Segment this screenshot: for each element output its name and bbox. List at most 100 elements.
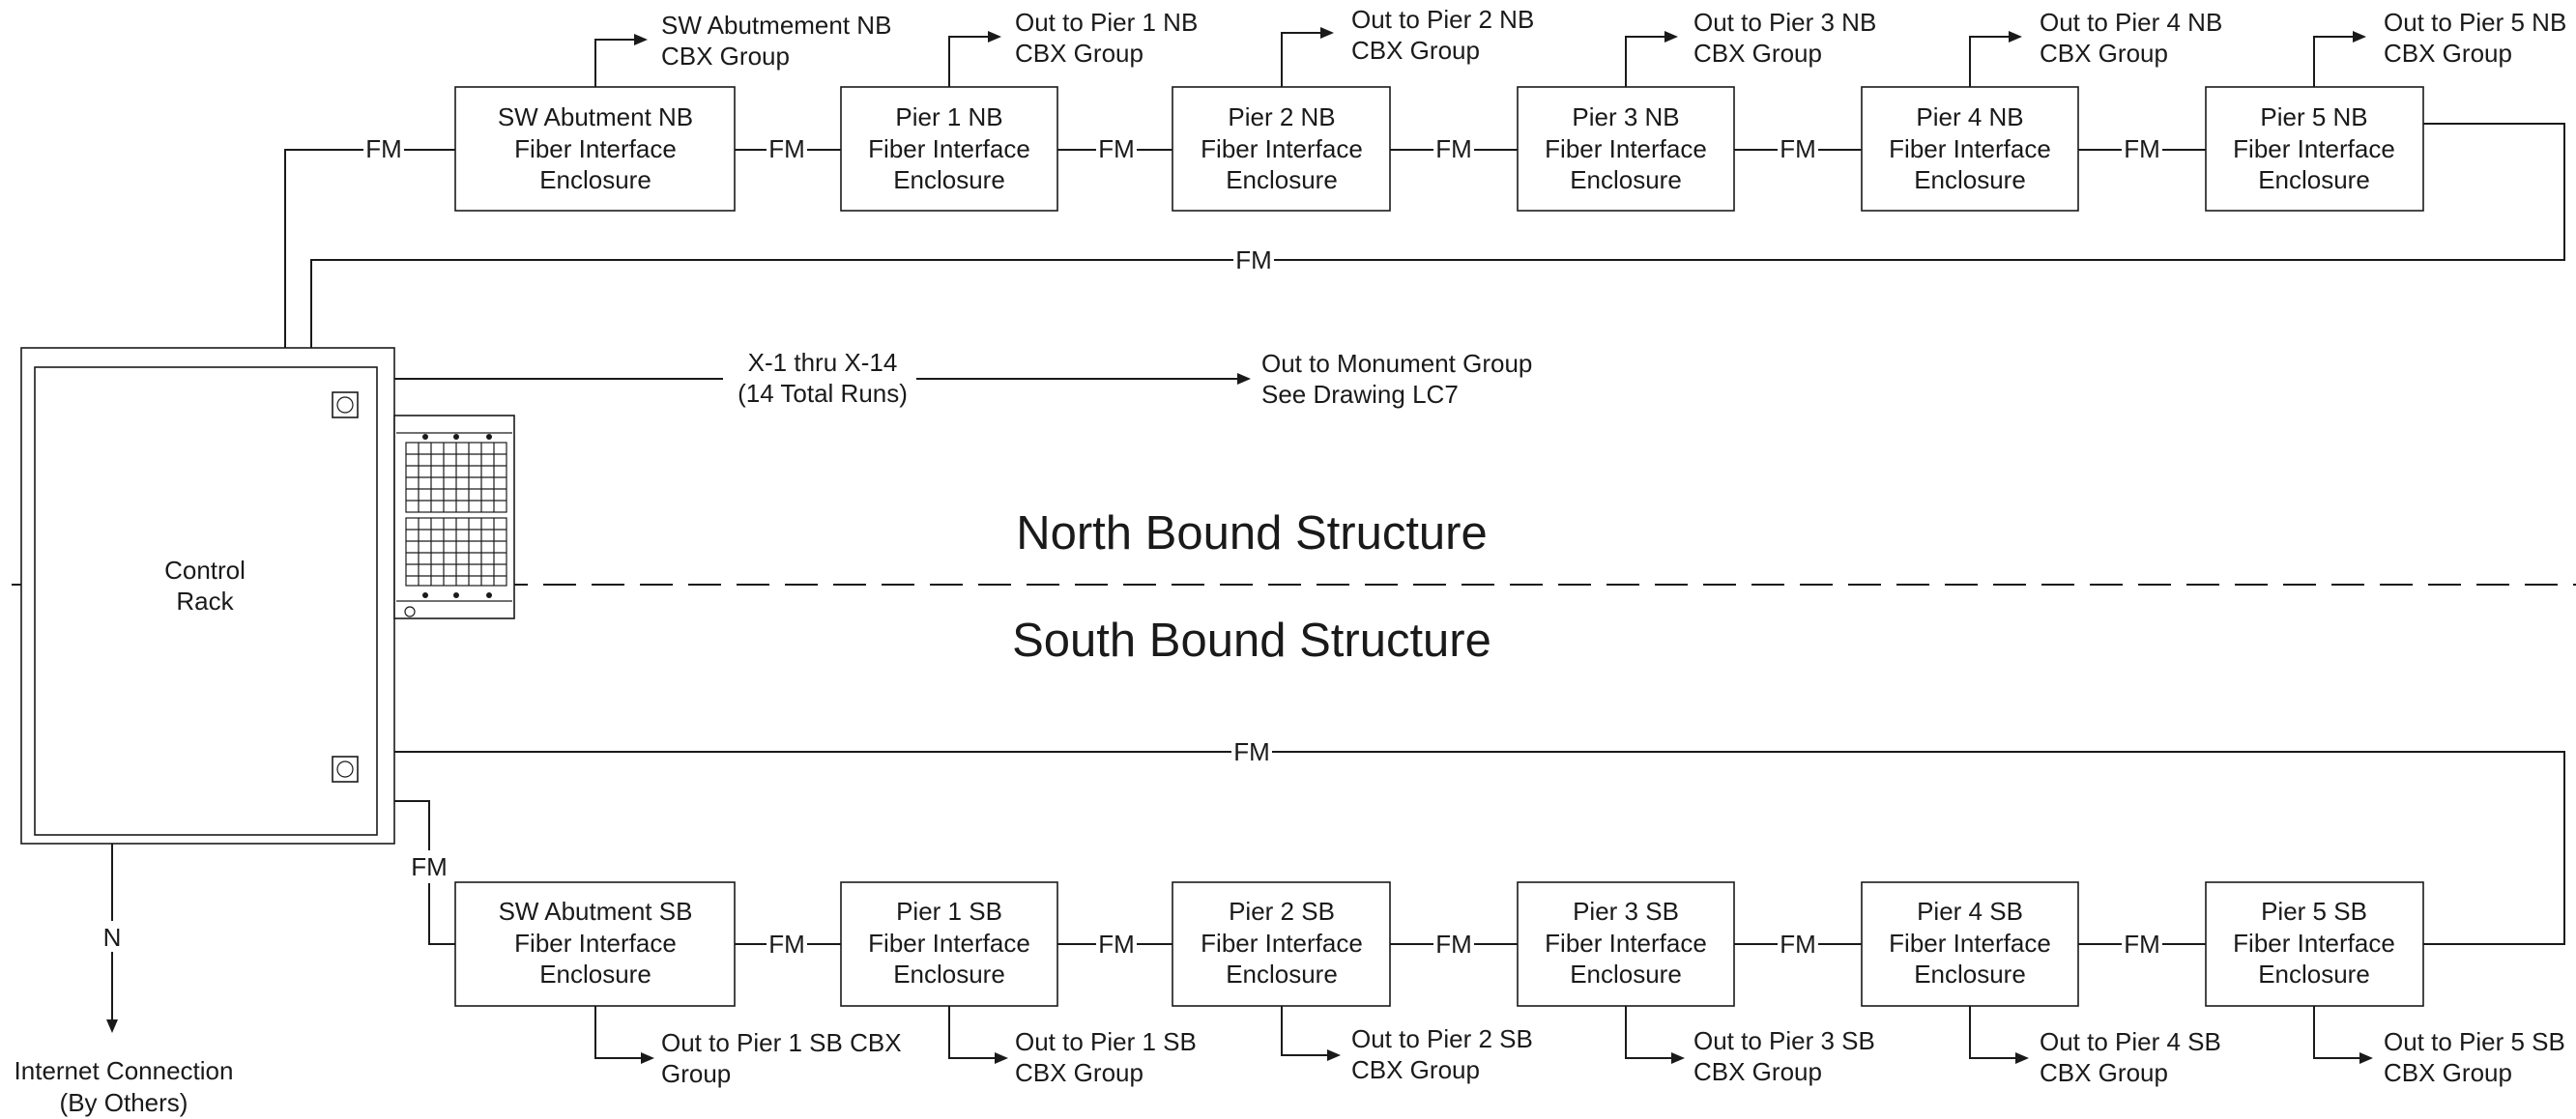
fm-label-nb-3: FM bbox=[1435, 134, 1472, 163]
nb-out-1 bbox=[948, 36, 990, 87]
sb-enclosure-sub: Enclosure bbox=[893, 960, 1005, 989]
nb-enclosure-type: Fiber Interface bbox=[514, 134, 677, 163]
nb-enclosure-sw-abutment: SW Abutment NB Fiber Interface Enclosure… bbox=[454, 11, 891, 212]
nb-enclosure-type: Fiber Interface bbox=[868, 134, 1030, 163]
fm-label-nb-4: FM bbox=[1780, 134, 1816, 163]
hvac-bolt-2 bbox=[453, 434, 459, 440]
internet-label-2: (By Others) bbox=[60, 1088, 188, 1117]
sb-enclosure-name: SW Abutment SB bbox=[499, 897, 693, 926]
sb-out-4 bbox=[1969, 1006, 2017, 1059]
control-rack: Control Rack bbox=[20, 347, 395, 845]
nb-out-label-1: Out to Pier 5 NB bbox=[2384, 8, 2566, 37]
sb-enclosure-sub: Enclosure bbox=[1914, 960, 2026, 989]
nb-out-label-1: Out to Pier 4 NB bbox=[2040, 8, 2222, 37]
monument-dest-label-1: Out to Monument Group bbox=[1261, 349, 1532, 378]
nb-enclosure-name: Pier 5 NB bbox=[2260, 102, 2367, 131]
sb-enclosure-sw-abutment: SW Abutment SB Fiber Interface Enclosure… bbox=[454, 881, 902, 1088]
sb-enclosure-name: Pier 2 SB bbox=[1229, 897, 1335, 926]
hvac-unit bbox=[393, 415, 515, 619]
internet-arrowhead bbox=[106, 1019, 118, 1033]
sb-enclosure-type: Fiber Interface bbox=[1889, 929, 2051, 958]
nb-enclosure-pier-3: Pier 3 NB Fiber Interface Enclosure Out … bbox=[1517, 8, 1876, 212]
nb-enclosure-sub: Enclosure bbox=[893, 165, 1005, 194]
nb-out-label-2: CBX Group bbox=[1351, 36, 1480, 65]
nb-enclosure-name: Pier 1 NB bbox=[895, 102, 1002, 131]
nb-arrowhead-4 bbox=[2009, 31, 2022, 43]
nb-out-4 bbox=[1969, 36, 2011, 87]
nb-enclosure-sub: Enclosure bbox=[1570, 165, 1682, 194]
sb-enclosure-name: Pier 5 SB bbox=[2261, 897, 2367, 926]
monument-runs-label-1: X-1 thru X-14 bbox=[748, 348, 898, 377]
sb-enclosure-sub: Enclosure bbox=[1570, 960, 1682, 989]
south-enclosures: SW Abutment SB Fiber Interface Enclosure… bbox=[454, 881, 2565, 1088]
fm-label-nb-feed: FM bbox=[365, 134, 402, 163]
sb-enclosure-type: Fiber Interface bbox=[1545, 929, 1707, 958]
fm-label-sb-1: FM bbox=[768, 930, 805, 959]
nb-enclosure-name: Pier 2 NB bbox=[1228, 102, 1335, 131]
sb-enclosure-type: Fiber Interface bbox=[1201, 929, 1363, 958]
south-structure-label: South Bound Structure bbox=[1012, 615, 1491, 667]
nb-arrowhead-5 bbox=[2353, 31, 2366, 43]
sb-enclosure-type: Fiber Interface bbox=[868, 929, 1030, 958]
nb-arrowhead-2 bbox=[1320, 27, 1334, 39]
nb-out-label-2: CBX Group bbox=[1693, 39, 1822, 68]
sb-out-label-2: CBX Group bbox=[1351, 1055, 1480, 1084]
fm-label-nb-2: FM bbox=[1098, 134, 1135, 163]
sb-out-label-1: Out to Pier 4 SB bbox=[2040, 1027, 2221, 1056]
sb-out-label-1: Out to Pier 1 SB bbox=[1015, 1027, 1197, 1056]
nb-out-label-2: CBX Group bbox=[2040, 39, 2168, 68]
sb-out-label-1: Out to Pier 3 SB bbox=[1693, 1026, 1875, 1055]
sb-return-line bbox=[394, 751, 2565, 945]
hvac-knob bbox=[404, 606, 416, 617]
sb-arrowhead-5 bbox=[2359, 1052, 2373, 1064]
sb-out-3 bbox=[1625, 1006, 1673, 1059]
sb-out-label-2: CBX Group bbox=[1693, 1057, 1822, 1086]
nb-out-label-2: CBX Group bbox=[2384, 39, 2512, 68]
monument-label-mask bbox=[723, 346, 916, 412]
hvac-bolt-5 bbox=[453, 592, 459, 598]
nb-arrowhead-0 bbox=[634, 34, 648, 45]
hvac-housing bbox=[393, 415, 515, 619]
sb-arrowhead-0 bbox=[641, 1052, 654, 1064]
sb-arrowhead-1 bbox=[995, 1052, 1008, 1064]
monument-runs-label-2: (14 Total Runs) bbox=[738, 379, 908, 408]
fm-label-sb-3: FM bbox=[1435, 930, 1472, 959]
nb-arrowhead-1 bbox=[988, 31, 1001, 43]
fm-label-nb-5: FM bbox=[2124, 134, 2160, 163]
nb-out-3 bbox=[1625, 36, 1666, 87]
nb-return-line bbox=[310, 123, 2565, 348]
nb-enclosure-name: Pier 3 NB bbox=[1572, 102, 1679, 131]
sb-out-label-1: Out to Pier 1 SB CBX bbox=[661, 1028, 902, 1057]
nb-enclosure-sub: Enclosure bbox=[1226, 165, 1338, 194]
sb-out-label-2: CBX Group bbox=[2040, 1058, 2168, 1087]
fm-label-sb-feed: FM bbox=[411, 852, 448, 881]
sb-enclosure-type: Fiber Interface bbox=[514, 929, 677, 958]
sb-enclosure-type: Fiber Interface bbox=[2233, 929, 2395, 958]
fm-label-sb-2: FM bbox=[1098, 930, 1135, 959]
sb-out-label-1: Out to Pier 5 SB bbox=[2384, 1027, 2565, 1056]
fm-label-nb-1: FM bbox=[768, 134, 805, 163]
nb-enclosure-pier-5: Pier 5 NB Fiber Interface Enclosure Out … bbox=[2205, 8, 2566, 212]
nb-enclosure-pier-4: Pier 4 NB Fiber Interface Enclosure Out … bbox=[1861, 8, 2222, 212]
sb-enclosure-name: Pier 3 SB bbox=[1573, 897, 1679, 926]
sb-out-label-2: CBX Group bbox=[1015, 1058, 1143, 1087]
sb-out-2 bbox=[1281, 1006, 1329, 1056]
north-structure-label: North Bound Structure bbox=[1016, 507, 1488, 560]
monument-arrowhead bbox=[1237, 373, 1251, 385]
rack-latch-bottom bbox=[332, 756, 359, 783]
nb-out-label-1: Out to Pier 3 NB bbox=[1693, 8, 1876, 37]
sb-enclosure-sub: Enclosure bbox=[539, 960, 651, 989]
nb-out-label-1: SW Abutmement NB bbox=[661, 11, 891, 40]
nb-out-5 bbox=[2313, 36, 2355, 87]
nb-out-label-2: CBX Group bbox=[661, 42, 790, 71]
monument-dest-label-2: See Drawing LC7 bbox=[1261, 380, 1459, 409]
fm-labels: FM FM FM FM FM FM FM FM FM FM FM FM FM F… bbox=[363, 133, 2162, 961]
nb-enclosure-pier-2: Pier 2 NB Fiber Interface Enclosure Out … bbox=[1172, 5, 1534, 212]
sb-enclosure-name: Pier 4 SB bbox=[1917, 897, 2023, 926]
nb-arrowhead-3 bbox=[1664, 31, 1678, 43]
sb-out-label-2: CBX Group bbox=[2384, 1058, 2512, 1087]
nb-out-label-2: CBX Group bbox=[1015, 39, 1143, 68]
sb-enclosure-pier-3: Pier 3 SB Fiber Interface Enclosure Out … bbox=[1517, 881, 1875, 1086]
internet-label-1: Internet Connection bbox=[14, 1056, 234, 1085]
